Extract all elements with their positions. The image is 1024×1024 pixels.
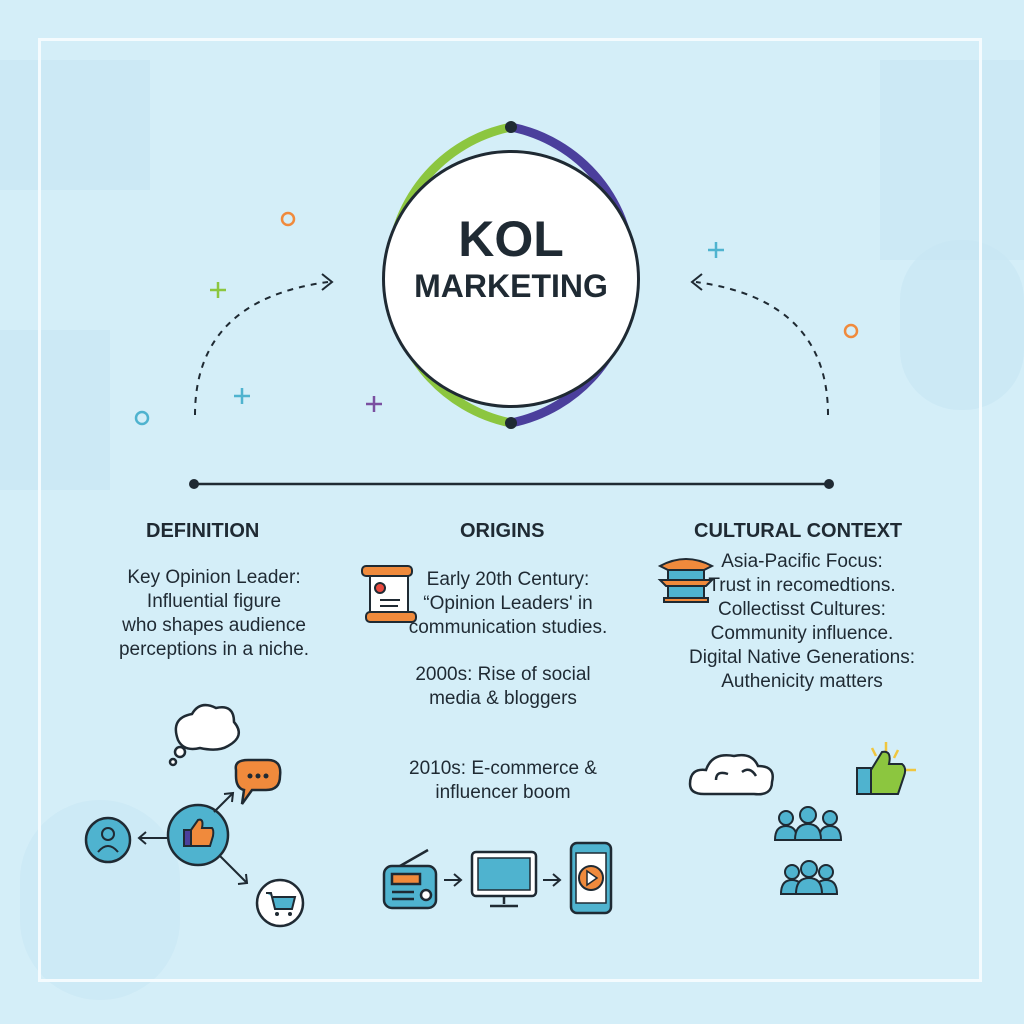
hero-circle xyxy=(382,150,640,408)
dashed-arrow-left xyxy=(194,281,329,416)
definition-text: Key Opinion Leader: Influential figure w… xyxy=(114,566,314,662)
definition-line: who shapes audience xyxy=(122,615,306,636)
cultural-line: Community influence. xyxy=(710,623,894,644)
definition-line: Influential figure xyxy=(146,591,282,612)
plus-icon xyxy=(366,396,382,412)
thumbs-up-icon xyxy=(856,742,916,795)
cultural-line: Trust in recomedtions. xyxy=(708,575,896,596)
origins-line: 2000s: Rise of social xyxy=(415,664,591,685)
flow-arrows xyxy=(444,873,562,887)
origins-heading: ORIGINS xyxy=(460,520,545,542)
timeline-dot-right xyxy=(824,479,834,489)
origins-block-2: 2000s: Rise of social media & bloggers xyxy=(398,663,608,711)
user-icon xyxy=(84,816,132,864)
ring-dot-icon xyxy=(843,323,859,339)
dashed-arrow-right xyxy=(695,281,829,416)
origins-line: “Opinion Leaders' in xyxy=(423,593,593,614)
scroll-icon xyxy=(361,565,417,623)
cultural-line: Asia-Pacific Focus: xyxy=(721,551,883,572)
cart-icon xyxy=(255,878,305,928)
cloud-icon xyxy=(688,753,774,796)
cultural-context-heading: CULTURAL CONTEXT xyxy=(694,520,903,542)
origins-line: 2010s: E-commerce & xyxy=(409,758,597,779)
ring-node-top xyxy=(505,121,517,133)
origins-line: media & bloggers xyxy=(429,688,577,709)
pagoda-icon xyxy=(657,558,715,603)
bg-shape xyxy=(0,60,150,190)
plus-icon xyxy=(708,242,724,258)
chat-bubble-icon xyxy=(234,758,282,805)
origins-line: influencer boom xyxy=(435,782,571,803)
origins-block-3: 2010s: E-commerce & influencer boom xyxy=(398,757,608,805)
definition-line: Key Opinion Leader: xyxy=(127,567,301,588)
cultural-line: Collectisst Cultures: xyxy=(718,599,886,620)
origins-line: communication studies. xyxy=(408,617,608,638)
group-icon xyxy=(773,806,843,841)
arrowhead-left xyxy=(321,273,334,291)
hero-subtitle: MARKETING xyxy=(414,268,608,304)
like-hub-icon xyxy=(166,803,230,867)
cultural-line: Digital Native Generations: xyxy=(689,647,915,668)
monitor-icon xyxy=(470,850,538,908)
timeline-dot-left xyxy=(189,479,199,489)
ring-node-bottom xyxy=(505,417,517,429)
thought-cloud-icon xyxy=(168,703,241,767)
cultural-text: Asia-Pacific Focus: Trust in recomedtion… xyxy=(672,550,932,694)
hero-title: KOL xyxy=(458,211,564,267)
bg-shape xyxy=(900,240,1024,410)
cultural-line: Authenicity matters xyxy=(721,671,883,692)
group-icon xyxy=(779,860,839,895)
origins-line: Early 20th Century: xyxy=(426,569,590,590)
ring-dot-icon xyxy=(280,211,296,227)
smartphone-icon xyxy=(569,841,613,915)
arrowhead-right xyxy=(690,273,703,291)
definition-line: perceptions in a niche. xyxy=(118,639,310,660)
plus-icon xyxy=(234,388,250,404)
radio-icon xyxy=(382,848,438,910)
ring-dot-icon xyxy=(134,410,150,426)
definition-heading: DEFINITION xyxy=(146,520,260,542)
frame-border xyxy=(38,38,982,982)
network-arrows xyxy=(137,791,249,885)
plus-icon xyxy=(210,282,226,298)
bg-shape xyxy=(0,330,110,490)
bg-shape xyxy=(880,60,1024,260)
origins-block-1: Early 20th Century: “Opinion Leaders' in… xyxy=(398,568,618,640)
